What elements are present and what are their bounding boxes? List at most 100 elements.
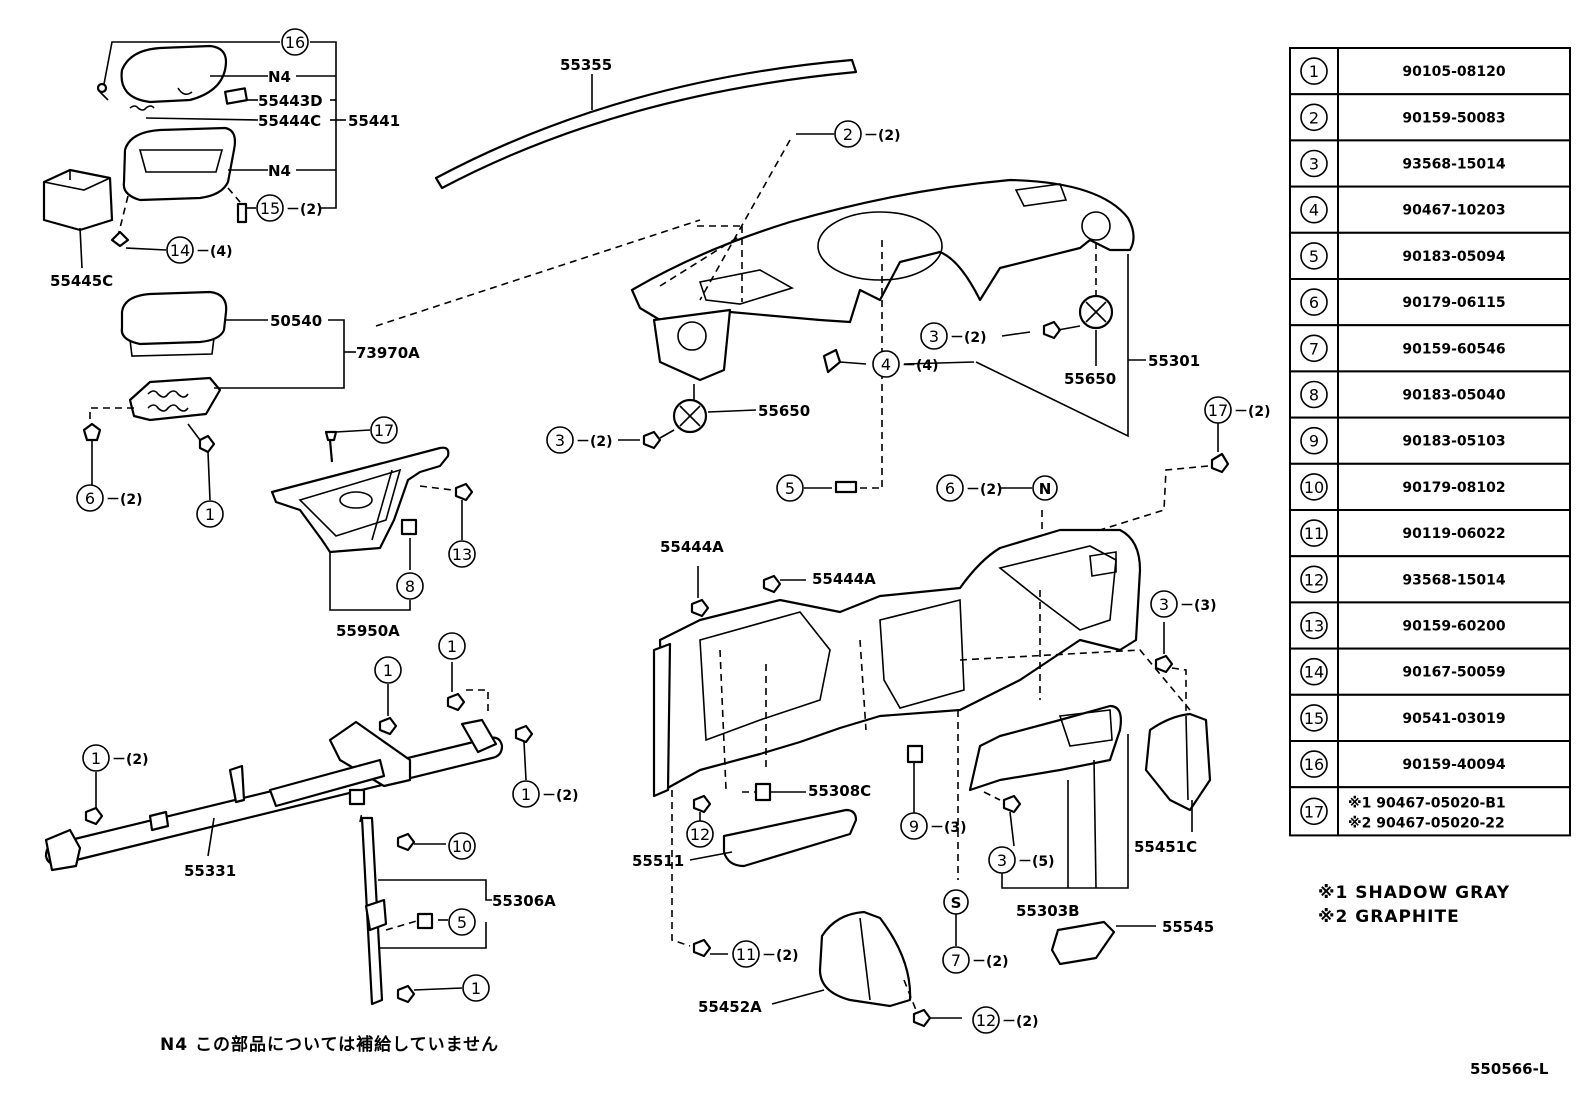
glove-box-inner-group — [42, 126, 248, 248]
label-55511: 55511 — [632, 852, 684, 870]
center-vent-group — [270, 429, 474, 611]
label-55308C: 55308C — [808, 782, 871, 800]
callout-3-upper: 3 — [929, 327, 939, 346]
label-55650-lower: 55650 — [758, 402, 810, 420]
label-55451C: 55451C — [1134, 838, 1197, 856]
parts-table-ref: 7 — [1309, 339, 1319, 358]
parts-table-ref: 16 — [1304, 755, 1324, 774]
parts-table-ref: 17 — [1304, 802, 1324, 821]
label-55301: 55301 — [1148, 352, 1200, 370]
callout-3-lower: 3 — [997, 851, 1007, 870]
callout-5-upper: 5 — [785, 479, 795, 498]
qty-15: －(2) — [286, 202, 323, 218]
parts-table-ref: 12 — [1304, 570, 1324, 589]
parts-table-partno: 90179-06115 — [1402, 295, 1505, 311]
parts-table-partno-2: ※2 90467-05020-22 — [1348, 815, 1505, 831]
label-55452A: 55452A — [698, 998, 762, 1016]
parts-table-ref: 14 — [1304, 663, 1324, 682]
parts-table-partno: 90183-05094 — [1402, 249, 1505, 265]
qty-11: －(2) — [762, 948, 799, 964]
parts-table-partno: 90183-05040 — [1402, 388, 1505, 404]
callout-5-brace: 5 — [457, 913, 467, 932]
callout-7: 7 — [951, 951, 961, 970]
parts-table-ref: 1 — [1309, 62, 1319, 81]
callout-8: 8 — [405, 577, 415, 596]
callout-6-right: 6 — [945, 479, 955, 498]
callout-11: 11 — [736, 945, 756, 964]
parts-table-partno: 90159-60200 — [1402, 619, 1505, 635]
glove-box-lid-group — [96, 44, 248, 111]
leaders-top-left — [79, 41, 346, 269]
callout-12-bottom: 12 — [976, 1011, 996, 1030]
label-73970A: 73970A — [356, 344, 420, 362]
parts-table-ref: 9 — [1309, 432, 1319, 451]
parts-table-ref: 11 — [1304, 524, 1324, 543]
parts-table-ref: 2 — [1309, 108, 1319, 127]
qty-3-lower: －(5) — [1018, 854, 1055, 870]
parts-table-partno: 90105-08120 — [1402, 64, 1505, 80]
parts-table-row: 11 90119-06022 — [1289, 509, 1571, 558]
parts-table-row: 17 ※1 90467-05020-B1 ※2 90467-05020-22 — [1289, 786, 1571, 837]
parts-table-ref: 10 — [1304, 478, 1324, 497]
callout-17-vent: 17 — [374, 421, 394, 440]
diagram-id: 550566-L — [1470, 1060, 1549, 1078]
part-labels: 55355 N4 55443D 55444C 55441 N4 55445C 5… — [50, 56, 1214, 1016]
callout-15: 15 — [260, 199, 280, 218]
qty-3-upper: －(2) — [950, 330, 987, 346]
parts-table-partno: 90183-05103 — [1402, 434, 1505, 450]
callouts: 16 15 －(2) 14 －(4) 6 －(2) 1 17 13 8 1 1 … — [76, 28, 1271, 1034]
label-55950A: 55950A — [336, 622, 400, 640]
vent-55650-group — [618, 294, 1114, 494]
callout-13: 13 — [452, 545, 472, 564]
callout-4: 4 — [881, 355, 891, 374]
duct-55452A-group — [692, 910, 962, 1028]
parts-table-partno: 90119-06022 — [1402, 526, 1505, 542]
footnote: N4 この部品については補給していません — [160, 1034, 499, 1055]
qty-17-right: －(2) — [1234, 404, 1271, 420]
mark-S: S — [951, 894, 962, 912]
parts-table-ref: 13 — [1304, 617, 1324, 636]
qty-1-beam-left: －(2) — [112, 752, 149, 768]
label-55355: 55355 — [560, 56, 612, 74]
parts-table-row: 9 90183-05103 — [1289, 416, 1571, 465]
label-55443D: 55443D — [258, 92, 323, 110]
callout-3-right: 3 — [1159, 595, 1169, 614]
qty-6-left: －(2) — [106, 492, 143, 508]
callout-14: 14 — [170, 241, 190, 260]
parts-table-partno: 90541-03019 — [1402, 711, 1505, 727]
label-55441: 55441 — [348, 112, 400, 130]
defroster-nozzle — [434, 58, 858, 190]
callout-16: 16 — [285, 33, 305, 52]
qty-3-right: －(3) — [1180, 598, 1217, 614]
label-55650-upper: 55650 — [1064, 370, 1116, 388]
parts-table-partno: ※1 90467-05020-B1 — [1348, 795, 1506, 811]
label-55444A-right: 55444A — [812, 570, 876, 588]
airbag-module-group — [82, 290, 356, 501]
callout-17-right: 17 — [1208, 401, 1228, 420]
qty-14: －(4) — [196, 244, 233, 260]
label-55306A: 55306A — [492, 892, 556, 910]
callout-1-brace: 1 — [471, 979, 481, 998]
callout-1-beam-right: 1 — [521, 785, 531, 804]
steering-support-group — [44, 662, 534, 1006]
parts-table-partno: 90179-08102 — [1402, 480, 1505, 496]
qty-9: －(3) — [930, 820, 967, 836]
callout-1-beam-left: 1 — [91, 749, 101, 768]
parts-table-row: 13 90159-60200 — [1289, 601, 1571, 650]
parts-table-row: 10 90179-08102 — [1289, 462, 1571, 511]
parts-table-ref: 4 — [1309, 201, 1319, 220]
callout-6-left: 6 — [85, 489, 95, 508]
parts-table-partno: 90159-60546 — [1402, 341, 1505, 357]
qty-2: －(2) — [864, 128, 901, 144]
leader-55511 — [689, 851, 733, 861]
color-note-2: ※2 GRAPHITE — [1318, 907, 1460, 927]
